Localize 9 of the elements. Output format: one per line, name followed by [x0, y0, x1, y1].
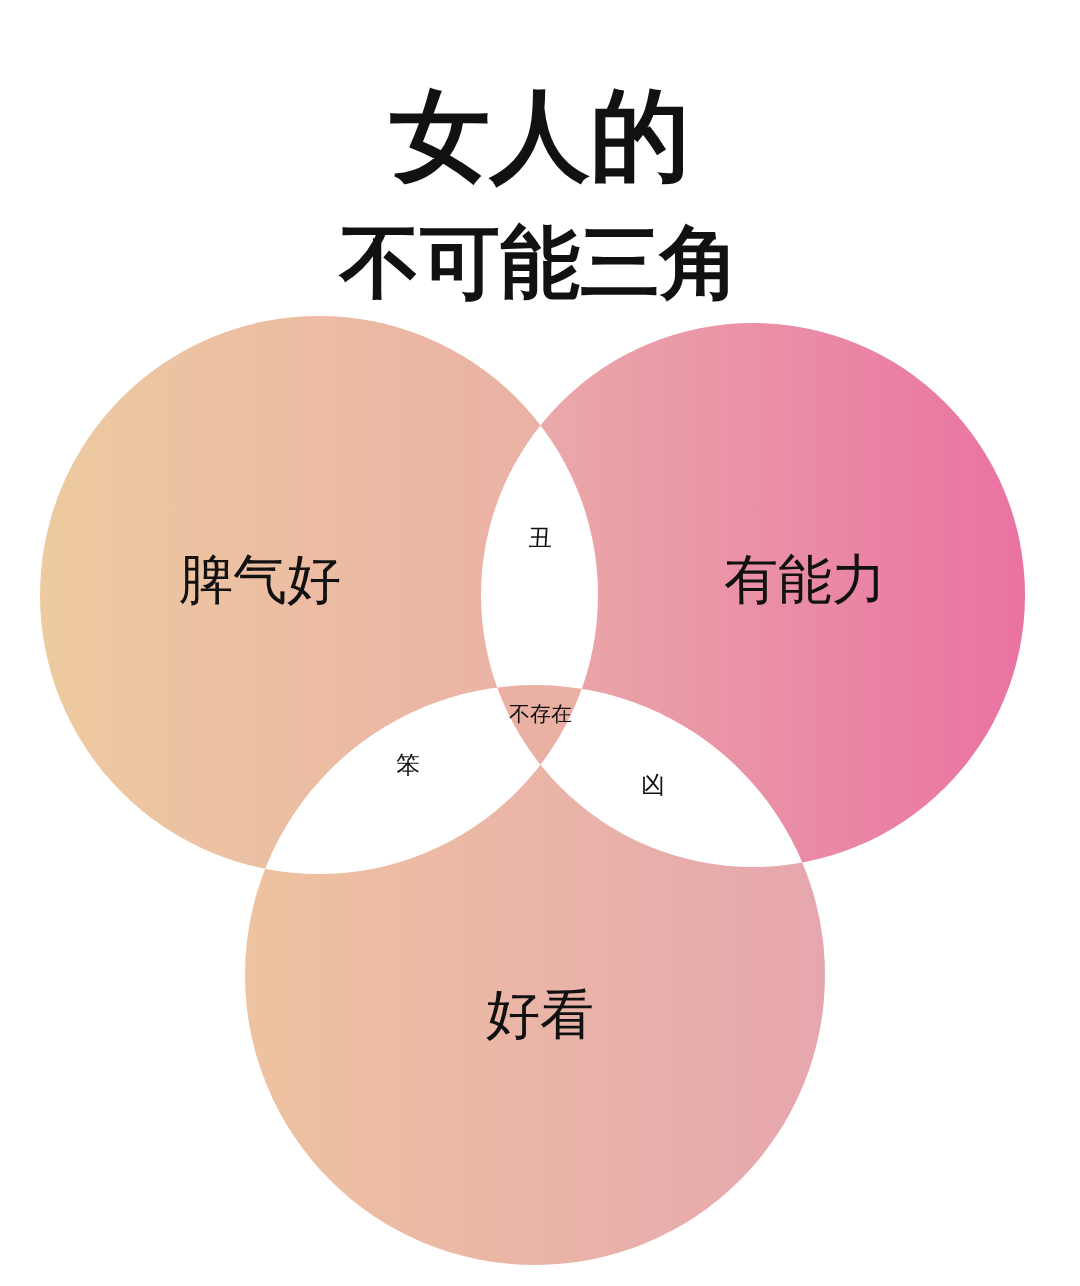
subtitle: 不可能三角 [337, 215, 741, 311]
region-label: 丑 [528, 524, 552, 552]
region-label: 笨 [396, 751, 420, 779]
circle-label: 脾气好 [179, 550, 341, 610]
circle-label: 好看 [486, 985, 594, 1045]
region-label: 不存在 [508, 703, 572, 727]
title: 女人的 [389, 76, 691, 196]
region-label: 凶 [641, 771, 665, 799]
circle-label: 有能力 [724, 550, 886, 610]
